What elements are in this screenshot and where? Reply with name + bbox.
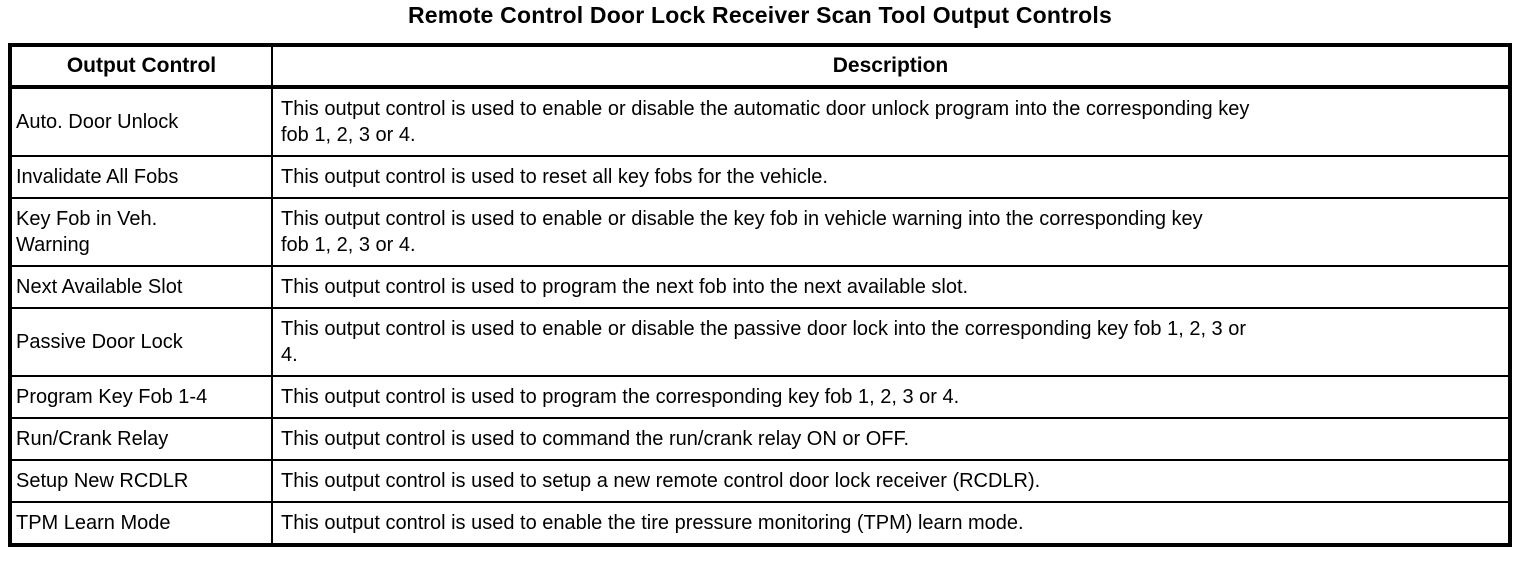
table-row: Setup New RCDLR This output control is u… xyxy=(9,459,1511,503)
output-control-cell: Auto. Door Unlock xyxy=(9,86,273,157)
description-cell: This output control is used to enable th… xyxy=(271,501,1511,546)
description-cell: This output control is used to program t… xyxy=(271,265,1511,309)
table-row: Key Fob in Veh. Warning This output cont… xyxy=(9,197,1511,267)
output-control-cell: Run/Crank Relay xyxy=(9,417,273,461)
output-control-cell: Invalidate All Fobs xyxy=(9,155,273,199)
header-output-control: Output Control xyxy=(9,44,273,89)
output-control-cell: Key Fob in Veh. Warning xyxy=(9,197,273,267)
table-row: Run/Crank Relay This output control is u… xyxy=(9,417,1511,461)
description-cell: This output control is used to enable or… xyxy=(271,197,1511,267)
output-control-cell: Passive Door Lock xyxy=(9,307,273,377)
table-row: Next Available Slot This output control … xyxy=(9,265,1511,309)
description-cell: This output control is used to setup a n… xyxy=(271,459,1511,503)
description-cell: This output control is used to command t… xyxy=(271,417,1511,461)
description-cell: This output control is used to enable or… xyxy=(271,86,1511,157)
description-cell: This output control is used to program t… xyxy=(271,375,1511,419)
table-row: Auto. Door Unlock This output control is… xyxy=(9,86,1511,157)
table-row: Program Key Fob 1-4 This output control … xyxy=(9,375,1511,419)
output-controls-table: Output Control Description Auto. Door Un… xyxy=(8,43,1512,547)
table-row: TPM Learn Mode This output control is us… xyxy=(9,501,1511,546)
description-cell: This output control is used to reset all… xyxy=(271,155,1511,199)
output-control-cell: Setup New RCDLR xyxy=(9,459,273,503)
table-title: Remote Control Door Lock Receiver Scan T… xyxy=(408,2,1112,28)
table-row: Invalidate All Fobs This output control … xyxy=(9,155,1511,199)
output-control-cell: TPM Learn Mode xyxy=(9,501,273,546)
output-control-cell: Next Available Slot xyxy=(9,265,273,309)
output-control-cell: Program Key Fob 1-4 xyxy=(9,375,273,419)
table-header-row: Output Control Description xyxy=(9,44,1511,89)
header-description: Description xyxy=(271,44,1511,89)
description-cell: This output control is used to enable or… xyxy=(271,307,1511,377)
table-row: Passive Door Lock This output control is… xyxy=(9,307,1511,377)
